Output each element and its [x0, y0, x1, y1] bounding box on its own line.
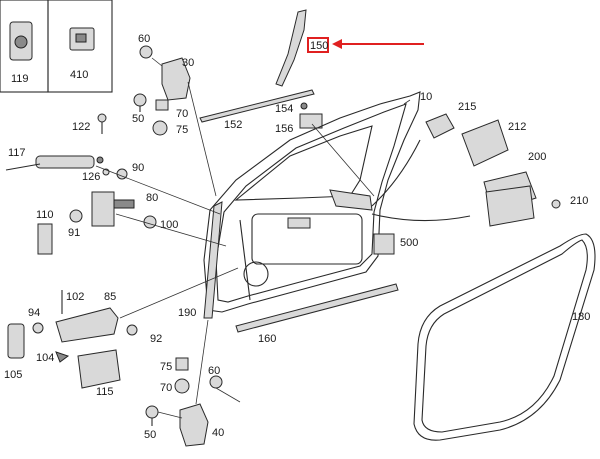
control-module-200: 200 210 — [483, 151, 588, 227]
callout-75-bottom: 75 — [160, 361, 172, 373]
callout-150: 150 — [310, 40, 328, 52]
callout-91: 91 — [68, 227, 80, 239]
callout-210: 210 — [570, 195, 588, 207]
upper-hinge-group: 60 30 70 50 75 — [132, 33, 194, 136]
callout-160: 160 — [258, 333, 276, 345]
callout-115: 115 — [96, 386, 114, 398]
sticker-500: 500 — [373, 233, 418, 255]
callout-200: 200 — [528, 151, 546, 163]
callout-85: 85 — [104, 291, 116, 303]
door-shell: 10 — [203, 91, 432, 313]
callout-60-bottom: 60 — [208, 365, 220, 377]
callout-156: 156 — [275, 123, 293, 135]
door-seal-180: 180 — [413, 233, 596, 441]
callout-80: 80 — [146, 192, 158, 204]
callout-152: 152 — [224, 119, 242, 131]
lower-hinge-group: 75 70 60 50 40 — [144, 357, 224, 447]
callout-70-bottom: 70 — [160, 382, 172, 394]
callout-75-top: 75 — [176, 124, 188, 136]
callout-117: 117 — [8, 147, 26, 159]
door-check-80: 90 80 100 110 91 — [36, 162, 178, 255]
cover-212: 212 — [461, 119, 526, 167]
callout-102: 102 — [66, 291, 84, 303]
bolt-60-top — [139, 45, 153, 59]
callout-90: 90 — [132, 162, 144, 174]
callout-190: 190 — [178, 307, 196, 319]
callout-10: 10 — [420, 91, 432, 103]
callout-410: 410 — [70, 69, 88, 81]
callout-94: 94 — [28, 307, 40, 319]
callout-122: 122 — [72, 121, 90, 133]
callout-40: 40 — [212, 427, 224, 439]
lock-assembly-85: 102 85 94 105 104 92 115 — [4, 290, 162, 398]
callout-50-bottom: 50 — [144, 429, 156, 441]
callout-212: 212 — [508, 121, 526, 133]
callout-215: 215 — [458, 101, 476, 113]
callout-126: 126 — [82, 171, 100, 183]
clip-154-156: 154 156 — [275, 102, 323, 135]
callout-50-top: 50 — [132, 113, 144, 125]
highlight-box-150 — [307, 37, 329, 53]
callout-60-top: 60 — [138, 33, 150, 45]
inset-box-119: 119 — [0, 0, 49, 93]
callout-70-top: 70 — [176, 108, 188, 120]
leader-lines — [95, 57, 411, 419]
sill-strip-160: 160 — [235, 283, 399, 345]
callout-110: 110 — [36, 209, 54, 221]
gas-strut-117: 122 117 126 — [5, 113, 110, 183]
belt-strip-152: 152 — [199, 89, 315, 131]
callout-30: 30 — [182, 57, 194, 69]
pointer-arrow-head — [332, 39, 342, 49]
callout-92: 92 — [150, 333, 162, 345]
callout-104: 104 — [36, 352, 54, 364]
pillar-trim-190: 190 — [178, 201, 223, 319]
callout-105: 105 — [4, 369, 22, 381]
callout-119: 119 — [11, 73, 29, 85]
inset-box-410: 410 — [47, 0, 113, 93]
trim-strip-150: 150 — [275, 9, 424, 87]
callout-500: 500 — [400, 237, 418, 249]
callout-180: 180 — [572, 311, 590, 323]
callout-154: 154 — [275, 103, 293, 115]
upper-hinge — [161, 57, 191, 101]
lower-hinge — [179, 403, 209, 447]
cover-215: 215 — [425, 101, 476, 139]
